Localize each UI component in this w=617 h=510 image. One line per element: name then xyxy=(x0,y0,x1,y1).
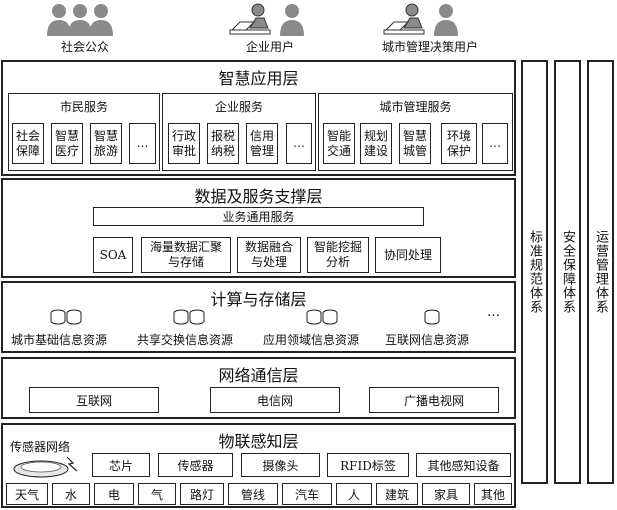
service-item: 智慧 城管 xyxy=(399,123,431,164)
device-item: 芯片 xyxy=(92,453,150,477)
user-label-enterprise: 企业用户 xyxy=(245,40,294,54)
layer-title: 数据及服务支撑层 xyxy=(194,187,323,206)
service-item: 报税 纳税 xyxy=(207,123,239,164)
user-label-public: 社会公众 xyxy=(60,40,109,54)
side-column-security: 安全保障体系 xyxy=(554,60,581,484)
service-item: 环境 保护 xyxy=(441,123,477,164)
service-item: 智慧 医疗 xyxy=(51,123,83,164)
object-item: 人 xyxy=(336,483,372,505)
service-group-city-management: 城市管理服务 智能 交通 规划 建设 智慧 城管 环境 保护 … xyxy=(318,93,513,171)
service-item: 智慧 旅游 xyxy=(90,123,122,164)
group-title: 企业服务 xyxy=(214,100,263,114)
compute-storage-layer: 计算与存储层 … 城市基础信息资源 共享交换信息资源 应用领域信息资源 互联网信… xyxy=(1,281,516,353)
sensor-network-label: 传感器网络 xyxy=(10,440,71,454)
object-item: 建筑 xyxy=(376,483,418,505)
object-item: 家具 xyxy=(422,483,470,505)
database-icon xyxy=(173,309,205,325)
data-item: 数据融合 与处理 xyxy=(237,237,301,273)
user-label-decision: 城市管理决策用户 xyxy=(381,40,478,54)
side-column-label: 运营管理体系 xyxy=(593,230,608,314)
device-item: RFID标签 xyxy=(327,453,409,477)
object-item: 天气 xyxy=(6,483,48,505)
side-column-standards: 标准规范体系 xyxy=(521,60,548,484)
data-item: SOA xyxy=(93,237,133,273)
iot-sensing-layer: 物联感知层 传感器网络 芯片 传感器 摄像头 RFID标签 其他感知设备 天气 … xyxy=(1,423,516,508)
service-group-citizen: 市民服务 社会 保障 智慧 医疗 智慧 旅游 … xyxy=(8,93,160,171)
side-column-label: 标准规范体系 xyxy=(527,230,542,314)
layer-title: 智慧应用层 xyxy=(218,69,299,88)
device-item: 摄像头 xyxy=(241,453,320,477)
data-service-layer: 数据及服务支撑层 业务通用服务 SOA 海量数据汇聚 与存储 数据融合 与处理 … xyxy=(1,178,516,278)
sensor-network-icon xyxy=(13,456,78,478)
object-item: 路灯 xyxy=(180,483,224,505)
device-item: 其他感知设备 xyxy=(416,453,511,477)
service-item: 规划 建设 xyxy=(360,123,392,164)
object-item: 水 xyxy=(52,483,90,505)
layer-title: 物联感知层 xyxy=(218,432,299,451)
service-item: 信用 管理 xyxy=(246,123,278,164)
object-item: 其他 xyxy=(474,483,512,505)
group-title: 市民服务 xyxy=(59,100,108,114)
data-item: 智能挖掘 分析 xyxy=(307,237,369,273)
database-icon xyxy=(306,309,338,325)
layer-title: 网络通信层 xyxy=(218,366,299,385)
service-item: 社会 保障 xyxy=(12,123,44,164)
resource-label: 互联网信息资源 xyxy=(385,333,470,347)
network-item: 电信网 xyxy=(210,387,340,413)
database-icon xyxy=(424,309,440,325)
people-icon xyxy=(47,4,113,36)
network-item: 广播电视网 xyxy=(369,387,499,413)
object-item: 电 xyxy=(94,483,134,505)
application-layer: 智慧应用层 市民服务 社会 保障 智慧 医疗 智慧 旅游 … 企业服务 行政 审… xyxy=(1,60,516,176)
object-item: 管线 xyxy=(228,483,278,505)
object-item: 气 xyxy=(138,483,176,505)
more-item: … xyxy=(129,123,156,164)
more-resources: … xyxy=(487,305,500,320)
resource-label: 城市基础信息资源 xyxy=(11,333,108,347)
more-item: … xyxy=(482,123,508,164)
side-column-operations: 运营管理体系 xyxy=(587,60,614,484)
network-layer: 网络通信层 互联网 电信网 广播电视网 xyxy=(1,357,516,419)
side-column-label: 安全保障体系 xyxy=(560,230,575,314)
layer-title: 计算与存储层 xyxy=(210,290,307,309)
data-item: 海量数据汇聚 与存储 xyxy=(141,237,231,273)
service-item: 行政 审批 xyxy=(168,123,200,164)
resource-label: 应用领域信息资源 xyxy=(263,333,360,347)
service-group-enterprise: 企业服务 行政 审批 报税 纳税 信用 管理 … xyxy=(162,93,316,171)
data-item: 协同处理 xyxy=(375,237,441,273)
device-item: 传感器 xyxy=(158,453,233,477)
more-item: … xyxy=(286,123,312,164)
computer-user-icon xyxy=(229,3,304,36)
common-service-box: 业务通用服务 xyxy=(93,207,424,226)
service-item: 智能 交通 xyxy=(323,123,355,164)
group-title: 城市管理服务 xyxy=(379,100,452,114)
database-icon xyxy=(50,309,82,325)
object-item: 汽车 xyxy=(282,483,332,505)
computer-user-icon xyxy=(383,3,458,36)
network-item: 互联网 xyxy=(29,387,159,413)
resource-label: 共享交换信息资源 xyxy=(137,333,234,347)
